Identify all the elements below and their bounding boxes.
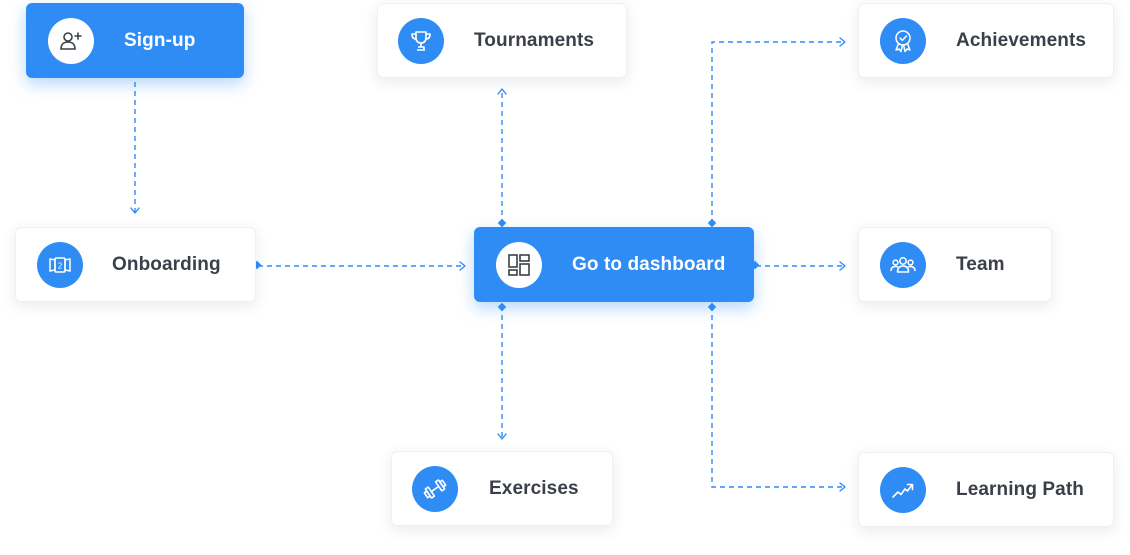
- team-icon: [880, 241, 926, 288]
- dumbbell-icon: [412, 465, 458, 512]
- exercises-label: Exercises: [489, 477, 579, 499]
- trophy-icon: [398, 17, 444, 64]
- signup-label: Sign-up: [124, 29, 196, 51]
- achievements-node[interactable]: Achievements: [858, 3, 1114, 78]
- dashboard-layout-icon: [496, 241, 542, 288]
- onboarding-label: Onboarding: [112, 253, 221, 275]
- arrowhead-onboarding: [130, 207, 140, 214]
- arrowhead-team: [839, 261, 846, 271]
- team-node[interactable]: Team: [858, 227, 1052, 302]
- onboarding-node[interactable]: 2 Onboarding: [15, 227, 256, 302]
- diamond-dashboard-top-left: [497, 218, 507, 228]
- achievements-label: Achievements: [956, 29, 1087, 51]
- tournaments-node[interactable]: Tournaments: [377, 3, 627, 78]
- edge-dashboard-learning-path: [711, 306, 844, 488]
- add-user-icon: [48, 17, 94, 64]
- dashboard-label: Go to dashboard: [572, 253, 726, 275]
- learning-path-label: Learning Path: [956, 478, 1084, 500]
- diamond-dashboard-top-right: [707, 218, 717, 228]
- dashboard-node[interactable]: Go to dashboard: [474, 227, 754, 302]
- edge-dashboard-achievements: [711, 41, 844, 224]
- award-badge-icon: [880, 17, 926, 64]
- diamond-dashboard-bottom-right: [707, 302, 717, 312]
- exercises-node[interactable]: Exercises: [391, 451, 613, 526]
- signup-node[interactable]: Sign-up: [26, 3, 244, 78]
- learning-path-node[interactable]: Learning Path: [858, 452, 1114, 527]
- diamond-dashboard-bottom-left: [497, 302, 507, 312]
- svg-text:2: 2: [57, 261, 62, 270]
- tournaments-label: Tournaments: [474, 29, 595, 51]
- arrowhead-exercises: [497, 433, 507, 440]
- arrowhead-dashboard-in: [459, 261, 466, 271]
- trend-up-icon: [880, 466, 926, 513]
- arrowhead-achievements: [839, 37, 846, 47]
- team-label: Team: [956, 253, 1005, 275]
- arrowhead-tournaments: [497, 88, 507, 95]
- onboarding-screens-icon: 2: [37, 241, 83, 288]
- arrowhead-learning-path: [839, 482, 846, 492]
